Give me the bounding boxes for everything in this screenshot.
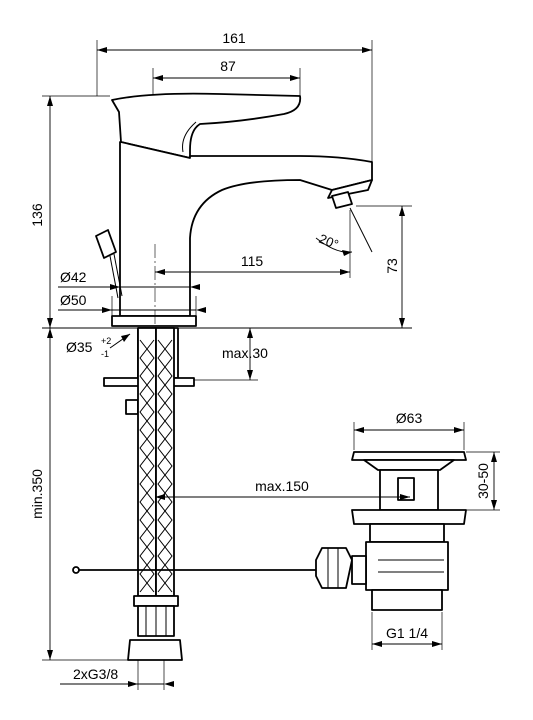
label-20-deg: 20° — [317, 231, 341, 252]
label-2xg38: 2xG3/8 — [73, 666, 118, 682]
label-diameter-63: Ø63 — [396, 410, 423, 426]
dimension-waste-diameter: Ø63 — [353, 410, 465, 450]
label-diameter-50: Ø50 — [60, 292, 87, 308]
label-min-350: min.350 — [29, 469, 45, 519]
label-diameter-35: Ø35 — [66, 339, 93, 355]
dimension-spout-height: 73 — [356, 205, 412, 328]
dimension-hose-connection: 2xG3/8 — [60, 660, 174, 690]
label-136: 136 — [29, 203, 45, 227]
dimension-hole-diameter: Ø35 +2 -1 — [66, 333, 131, 359]
dimension-total-height: 136 — [29, 95, 110, 328]
dimension-spout-reach: 115 — [155, 210, 351, 278]
dimension-waste-thread: G1 1/4 — [371, 612, 443, 650]
hose-connectors — [127, 595, 183, 661]
label-73: 73 — [384, 258, 400, 274]
label-diameter-42: Ø42 — [60, 269, 87, 285]
dimension-max-150: max.150 — [155, 478, 410, 500]
dimension-lever-length: 87 — [152, 58, 301, 240]
label-g1-14: G1 1/4 — [386, 625, 428, 641]
label-tolerance-lower: -1 — [101, 349, 109, 359]
label-30-50: 30-50 — [475, 463, 491, 499]
label-115: 115 — [241, 253, 264, 269]
dimension-deck-thickness: max.30 — [176, 328, 268, 381]
dimension-base-diameters: Ø42 Ø50 — [58, 269, 206, 316]
waste-valve — [315, 451, 467, 611]
dimension-spout-angle: 20° — [315, 207, 373, 256]
label-max-150: max.150 — [255, 478, 309, 494]
hose-braiding — [139, 339, 173, 593]
label-87: 87 — [220, 58, 236, 74]
faucet-body — [95, 92, 373, 327]
label-max-30: max.30 — [222, 345, 268, 361]
label-161: 161 — [222, 30, 246, 46]
dimension-overall-width: 161 — [96, 30, 373, 178]
dimension-hose-length: min.350 — [29, 328, 130, 661]
label-tolerance-upper: +2 — [101, 336, 111, 346]
mounting-hardware — [103, 327, 195, 597]
dimension-waste-height: 30-50 — [466, 451, 500, 511]
